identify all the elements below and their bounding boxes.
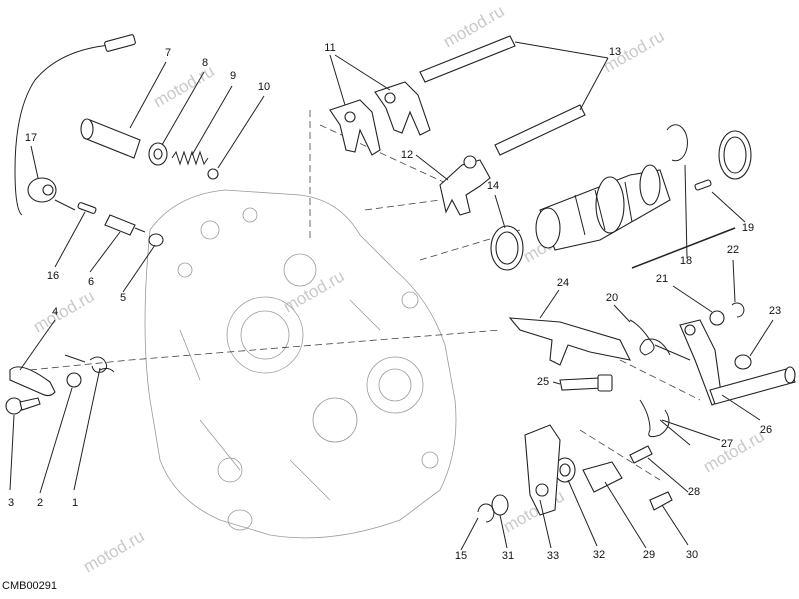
pin: [694, 179, 712, 191]
callout-15[interactable]: 15: [454, 550, 468, 562]
callout-11[interactable]: 11: [324, 42, 336, 54]
callout-9[interactable]: 9: [229, 70, 237, 82]
lever: [9, 366, 56, 397]
callout-23[interactable]: 23: [768, 305, 782, 317]
callout-3[interactable]: 3: [7, 497, 15, 509]
callout-18[interactable]: 18: [679, 255, 693, 267]
assembly-lines: [29, 110, 701, 481]
callout-6[interactable]: 6: [87, 276, 95, 288]
shift-drum: [535, 164, 671, 251]
callout-31[interactable]: 31: [501, 550, 515, 562]
bolt: [649, 491, 673, 511]
spring: [629, 319, 691, 361]
bolt: [559, 374, 613, 392]
callout-2[interactable]: 2: [36, 497, 44, 509]
washer: [148, 142, 168, 166]
callout-20[interactable]: 20: [605, 292, 619, 304]
callout-17[interactable]: 17: [24, 132, 38, 144]
callout-29[interactable]: 29: [642, 549, 656, 561]
callout-30[interactable]: 30: [685, 549, 699, 561]
callout-32[interactable]: 32: [592, 549, 606, 561]
drum-axis-line: [631, 227, 736, 269]
callout-4[interactable]: 4: [51, 306, 59, 318]
diagram-code: CMB00291: [2, 580, 58, 592]
callout-25[interactable]: 25: [536, 376, 550, 388]
callout-12[interactable]: 12: [400, 149, 414, 161]
callout-26[interactable]: 26: [759, 424, 773, 436]
shift-forks: [329, 81, 431, 156]
callout-28[interactable]: 28: [687, 486, 701, 498]
bolt: [629, 445, 653, 464]
callout-10[interactable]: 10: [257, 81, 271, 93]
callout-21[interactable]: 21: [655, 273, 669, 285]
callout-27[interactable]: 27: [720, 438, 734, 450]
fork-shafts: [419, 35, 586, 156]
bearing-ring: [490, 225, 524, 271]
callout-14[interactable]: 14: [486, 180, 500, 192]
pin: [77, 202, 97, 214]
sensor-cable: [14, 34, 136, 216]
neutral-switch: [104, 214, 146, 236]
shift-shaft: [679, 319, 796, 406]
ring: [718, 130, 752, 180]
spring: [171, 150, 209, 166]
washer: [148, 233, 164, 247]
callout-13[interactable]: 13: [608, 46, 622, 58]
plug-bolt: [80, 118, 141, 159]
callout-19[interactable]: 19: [741, 222, 755, 234]
circlip: [666, 124, 688, 162]
callout-16[interactable]: 16: [46, 270, 60, 282]
spring: [64, 354, 115, 373]
ring: [554, 457, 576, 483]
crankcase-half: [144, 189, 457, 539]
callout-8[interactable]: 8: [201, 57, 209, 69]
nut: [734, 354, 752, 370]
washer: [66, 372, 82, 388]
link-plate: [582, 461, 623, 493]
shift-fork: [439, 155, 491, 216]
callout-22[interactable]: 22: [726, 244, 740, 256]
callout-24[interactable]: 24: [556, 277, 570, 289]
circlip: [731, 302, 745, 318]
lever-plate: [508, 317, 631, 366]
ball: [207, 168, 219, 180]
screw: [5, 397, 41, 415]
leader-lines: [9, 41, 774, 551]
circlip: [477, 503, 495, 523]
callout-5[interactable]: 5: [119, 292, 127, 304]
spring: [639, 399, 691, 446]
callout-1[interactable]: 1: [71, 497, 79, 509]
selector-plate: [524, 424, 561, 516]
washer: [709, 310, 725, 326]
callout-7[interactable]: 7: [164, 47, 172, 59]
callout-33[interactable]: 33: [546, 550, 560, 562]
